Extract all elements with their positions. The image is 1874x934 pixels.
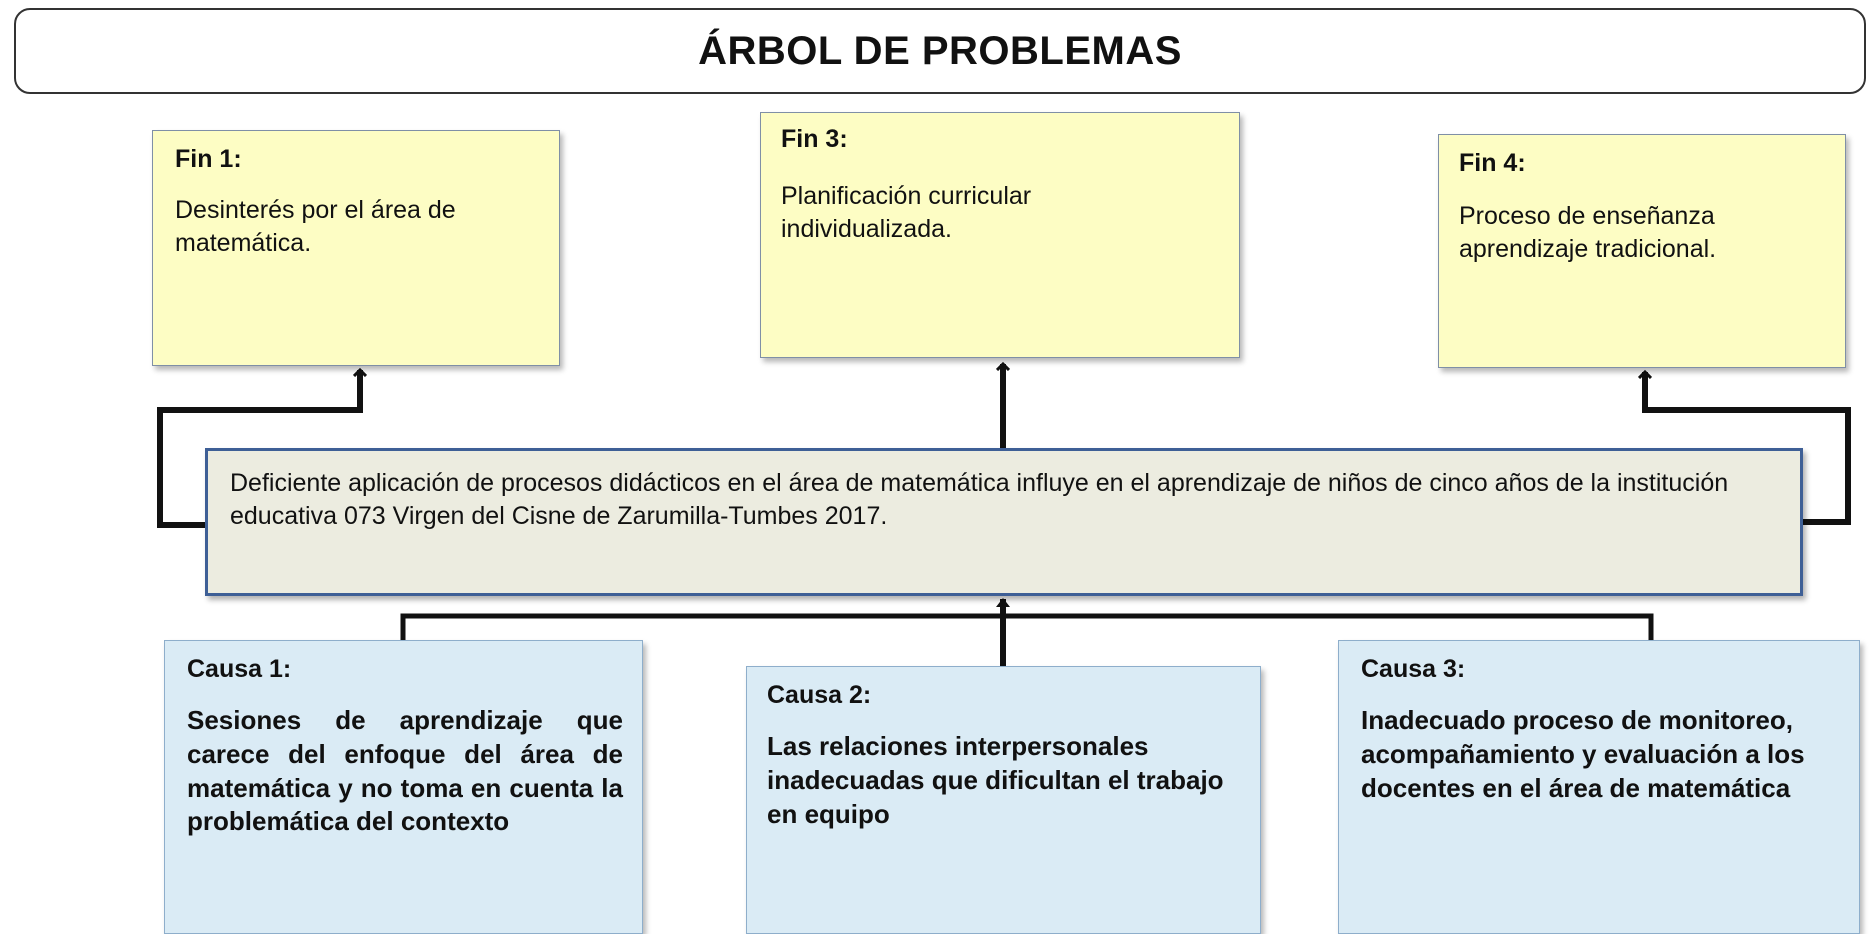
end-heading-3: Fin 3: xyxy=(781,125,848,153)
cause-heading-1: Causa 1: xyxy=(187,655,292,683)
diagram-title: ÁRBOL DE PROBLEMAS xyxy=(698,28,1182,73)
title-banner: ÁRBOL DE PROBLEMAS xyxy=(14,8,1866,94)
end-text-1: Desinterés por el área de matemática. xyxy=(175,196,456,257)
end-box-4: Fin 4: Proceso de enseñanza aprendizaje … xyxy=(1438,134,1846,368)
cause-box-1: Causa 1: Sesiones de aprendizaje que car… xyxy=(164,640,643,934)
end-text-4: Proceso de enseñanza aprendizaje tradici… xyxy=(1459,202,1717,263)
end-box-1: Fin 1: Desinterés por el área de matemát… xyxy=(152,130,560,366)
cause-box-2: Causa 2: Las relaciones interpersonales … xyxy=(746,666,1261,934)
cause-box-3: Causa 3: Inadecuado proceso de monitoreo… xyxy=(1338,640,1860,934)
end-text-3: Planificación curricular individualizada… xyxy=(781,182,1032,243)
end-box-3: Fin 3: Planificación curricular individu… xyxy=(760,112,1240,358)
cause-heading-3: Causa 3: xyxy=(1361,655,1466,683)
cause-text-2: Las relaciones interpersonales inadecuad… xyxy=(767,731,1224,829)
cause-text-3: Inadecuado proceso de monitoreo, acompañ… xyxy=(1361,705,1805,803)
connector-cause1 xyxy=(400,613,1654,643)
central-problem-text: Deficiente aplicación de procesos didáct… xyxy=(230,469,1729,530)
connector-fin1 xyxy=(157,370,360,528)
end-heading-4: Fin 4: xyxy=(1459,149,1526,177)
connector-fin4 xyxy=(1645,372,1851,525)
cause-heading-2: Causa 2: xyxy=(767,681,872,709)
central-problem-box: Deficiente aplicación de procesos didáct… xyxy=(205,448,1803,596)
end-heading-1: Fin 1: xyxy=(175,145,242,173)
cause-text-1: Sesiones de aprendizaje que carece del e… xyxy=(187,705,623,837)
